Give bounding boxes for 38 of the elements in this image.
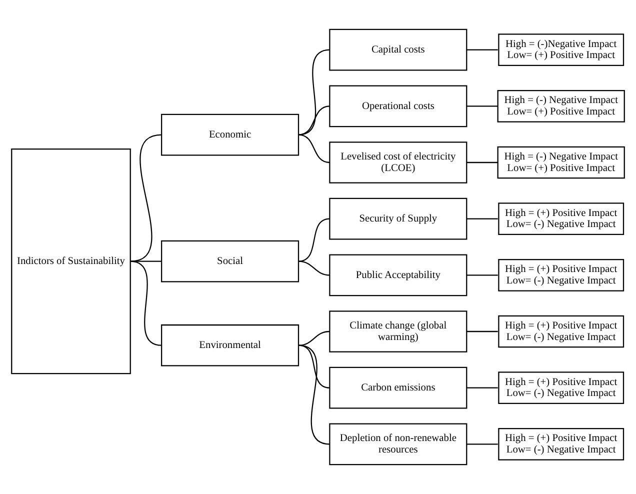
node-box: Depletion of non-renewable resources	[329, 423, 468, 466]
node-box: High = (+) Positive Impact Low= (-) Negative Impact	[498, 428, 624, 460]
connector	[130, 134, 162, 262]
node-box: Levelised cost of electricity (LCOE)	[329, 142, 468, 184]
connector	[298, 218, 330, 262]
connector	[130, 260, 162, 262]
node-box: Social	[161, 240, 300, 282]
connector	[298, 330, 330, 346]
node-box: Security of Supply	[329, 198, 468, 240]
node-box: High = (+) Positive Impact Low= (-) Negative Impact	[498, 315, 624, 348]
connector	[466, 330, 498, 332]
connector	[466, 274, 498, 276]
node-box: High = (-) Negative Impact Low= (+) Positive Impact	[497, 146, 625, 179]
node-box: Economic	[161, 114, 300, 156]
node-box: Operational costs	[329, 85, 468, 128]
node-box: High = (+) Positive Impact Low= (-) Negative Impact	[498, 259, 624, 292]
connector	[298, 344, 330, 445]
node-box: Capital costs	[329, 28, 468, 71]
node-box: Environmental	[161, 324, 300, 366]
connector	[466, 444, 498, 445]
connector	[466, 106, 498, 107]
connector	[466, 162, 498, 164]
connector	[466, 49, 498, 50]
connector	[298, 106, 330, 136]
connector	[298, 49, 330, 136]
node-box: High = (-) Negative Impact Low= (+) Positive Impact	[497, 90, 625, 122]
node-box: High = (+) Positive Impact Low= (-) Negative Impact	[498, 372, 624, 404]
node-box: High = (-)Negative Impact Low= (+) Positive Impact	[498, 34, 624, 66]
node-box: High = (+) Positive Impact Low= (-) Negative Impact	[498, 202, 624, 235]
connector	[130, 260, 162, 346]
connector	[466, 218, 498, 220]
node-box: Climate change (global warming)	[329, 310, 468, 352]
connector	[298, 260, 330, 276]
connector	[298, 134, 330, 164]
node-box: Indictors of Sustainability	[11, 148, 131, 374]
connector	[466, 387, 498, 388]
node-box: Carbon emissions	[329, 366, 468, 409]
node-box: Public Acceptability	[329, 254, 468, 296]
